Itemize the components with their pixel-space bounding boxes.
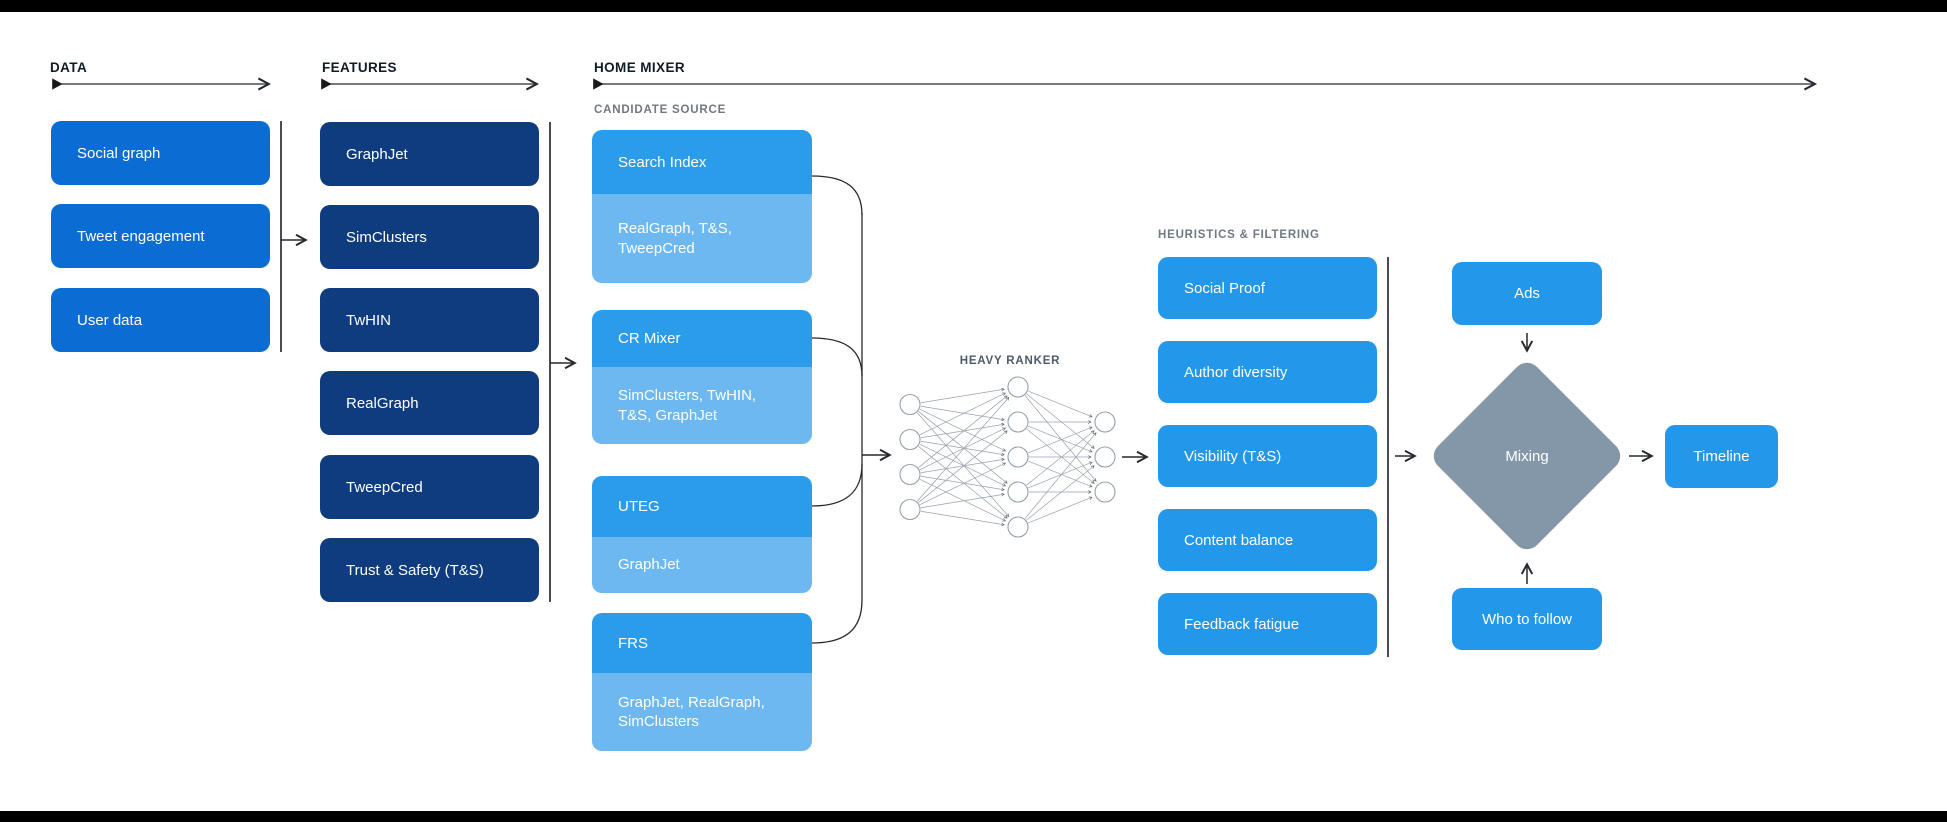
timeline-box: Timeline: [1665, 425, 1778, 488]
candidate-sources-list: RealGraph, T&S, TweepCred: [592, 194, 812, 283]
feature-box-trust-safety: Trust & Safety (T&S): [320, 538, 539, 602]
feature-box-twhin: TwHIN: [320, 288, 539, 352]
data-box-tweet-engagement: Tweet engagement: [51, 204, 270, 268]
candidate-box-frs: FRS GraphJet, RealGraph, SimClusters: [592, 613, 812, 751]
candidate-title: FRS: [592, 613, 812, 673]
data-box-user-data: User data: [51, 288, 270, 352]
candidate-sources-list: GraphJet: [592, 537, 812, 593]
mixing-diamond-label: Mixing: [1505, 447, 1549, 465]
candidate-connectors: [811, 175, 863, 644]
candidate-box-cr-mixer: CR Mixer SimClusters, TwHIN, T&S, GraphJ…: [592, 310, 812, 444]
feature-box-simclusters: SimClusters: [320, 205, 539, 269]
heuristics-subheader: HEURISTICS & FILTERING: [1158, 229, 1320, 241]
home-mixer-section-header: HOME MIXER: [594, 60, 686, 75]
data-section-header: DATA: [50, 60, 88, 75]
bottom-letterbox-bar: [0, 811, 1947, 822]
frs-connector: [811, 599, 863, 644]
cr-mixer-connector: [811, 337, 863, 377]
feature-box-realgraph: RealGraph: [320, 371, 539, 435]
uteg-connector: [811, 463, 863, 507]
top-letterbox-bar: [0, 0, 1947, 12]
candidate-title: UTEG: [592, 476, 812, 537]
column-separators: [280, 121, 1389, 657]
candidate-box-uteg: UTEG GraphJet: [592, 476, 812, 593]
who-to-follow-box: Who to follow: [1452, 588, 1602, 650]
heuristic-box-feedback-fatigue: Feedback fatigue: [1158, 593, 1377, 655]
data-box-social-graph: Social graph: [51, 121, 270, 185]
heuristic-box-author-diversity: Author diversity: [1158, 341, 1377, 403]
candidate-sources-list: SimClusters, TwHIN, T&S, GraphJet: [592, 367, 812, 444]
ads-box: Ads: [1452, 262, 1602, 325]
search-index-connector: [811, 175, 863, 216]
candidate-title: CR Mixer: [592, 310, 812, 367]
flow-arrows: [281, 240, 1651, 584]
feature-box-tweepcred: TweepCred: [320, 455, 539, 519]
candidate-title: Search Index: [592, 130, 812, 194]
heuristic-box-content-balance: Content balance: [1158, 509, 1377, 571]
heuristic-box-social-proof: Social Proof: [1158, 257, 1377, 319]
candidate-box-search-index: Search Index RealGraph, T&S, TweepCred: [592, 130, 812, 283]
feature-box-graphjet: GraphJet: [320, 122, 539, 186]
heuristic-box-visibility: Visibility (T&S): [1158, 425, 1377, 487]
features-section-header: FEATURES: [322, 60, 397, 75]
heavy-ranker-label: HEAVY RANKER: [959, 355, 1061, 367]
candidate-sources-list: GraphJet, RealGraph, SimClusters: [592, 673, 812, 751]
candidate-source-subheader: CANDIDATE SOURCE: [594, 104, 727, 116]
heavy-ranker-network: [899, 376, 1116, 538]
